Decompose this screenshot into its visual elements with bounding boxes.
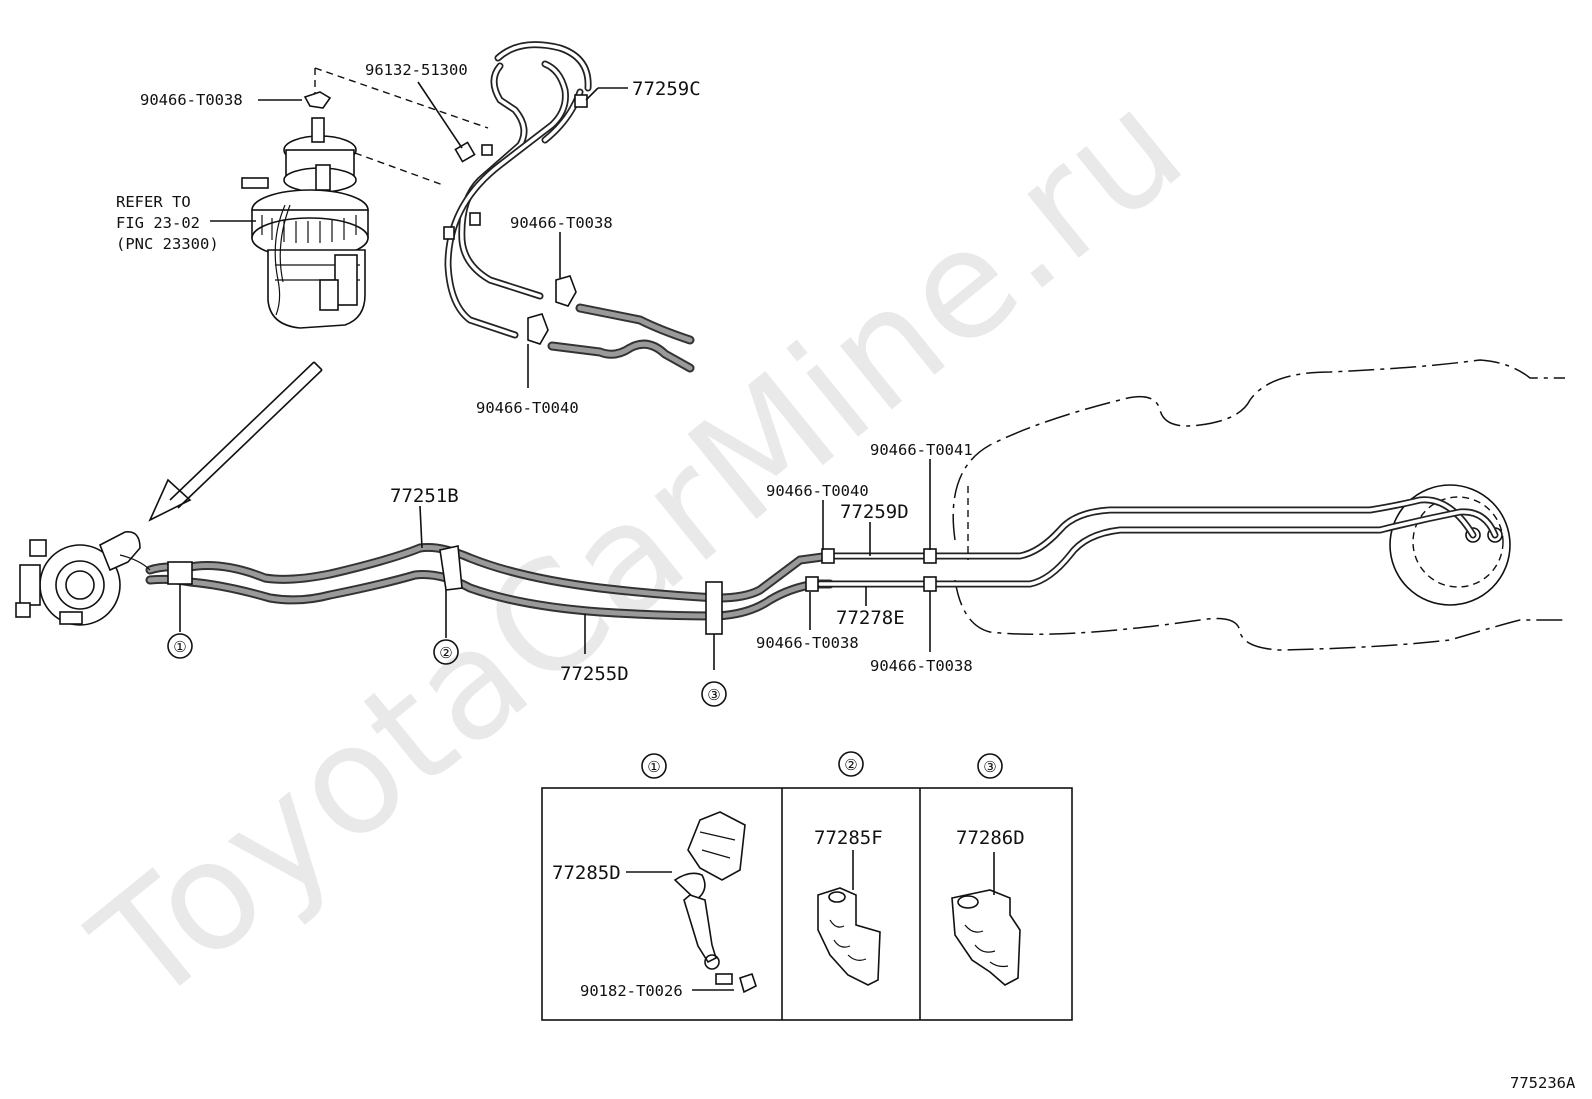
line-clamps: [167, 545, 723, 635]
label-90466-T0040-top: 90466-T0040: [476, 399, 579, 417]
figure-id: 775236A: [1510, 1074, 1576, 1092]
leader-lines: [179, 459, 931, 670]
part-labels: 90466-T0038 96132-51300 77259C REFER TO …: [116, 61, 1576, 1092]
label-77251B: 77251B: [390, 485, 459, 507]
label-96132-51300: 96132-51300: [365, 61, 468, 79]
callout-1: ①: [173, 638, 186, 656]
clip-90466-T0038-top: [258, 91, 332, 109]
clip-77286D: [951, 852, 1021, 986]
clamp-callouts: ① ② ③: [167, 633, 727, 707]
callout-2: ②: [439, 644, 452, 662]
label-90466-T0038-mid: 90466-T0038: [510, 214, 613, 232]
label-77285F: 77285F: [814, 827, 883, 849]
label-90466-T0041: 90466-T0041: [870, 441, 973, 459]
dashed-connectors: [314, 67, 489, 186]
hoses-77259C: [417, 41, 628, 339]
clip-90466-T0040-top: [527, 313, 695, 388]
label-90182-T0026: 90182-T0026: [580, 982, 683, 1000]
clip-90466-T0038-mid: [555, 232, 695, 345]
box-3-title: ③: [983, 758, 996, 776]
label-90466-T0038-r1: 90466-T0038: [756, 634, 859, 652]
direction-arrow: [148, 361, 323, 522]
box-1-title: ①: [647, 758, 660, 776]
box-2-title: ②: [844, 756, 857, 774]
fuel-tank-outline: [952, 359, 1565, 651]
label-77285D: 77285D: [552, 862, 621, 884]
charcoal-canister: [15, 531, 151, 626]
detail-boxes: ① ② ③: [541, 751, 1073, 1021]
label-77259D: 77259D: [840, 501, 909, 523]
label-refer-fig: FIG 23-02: [116, 214, 200, 232]
label-refer-to: REFER TO: [116, 193, 191, 211]
label-77286D: 77286D: [956, 827, 1025, 849]
label-90466-T0038-r2: 90466-T0038: [870, 657, 973, 675]
label-77259C: 77259C: [632, 78, 701, 100]
bracket-77285D: [626, 811, 757, 994]
pipe-joints: [805, 548, 937, 592]
label-77255D: 77255D: [560, 663, 629, 685]
label-77278E: 77278E: [836, 607, 905, 629]
label-refer-pnc: (PNC 23300): [116, 235, 219, 253]
clip-77285F: [817, 850, 881, 986]
label-90466-T0038-top: 90466-T0038: [140, 91, 243, 109]
callout-3: ③: [707, 686, 720, 704]
label-90466-T0040-right: 90466-T0040: [766, 482, 869, 500]
fuel-pump-assembly: [210, 117, 369, 329]
